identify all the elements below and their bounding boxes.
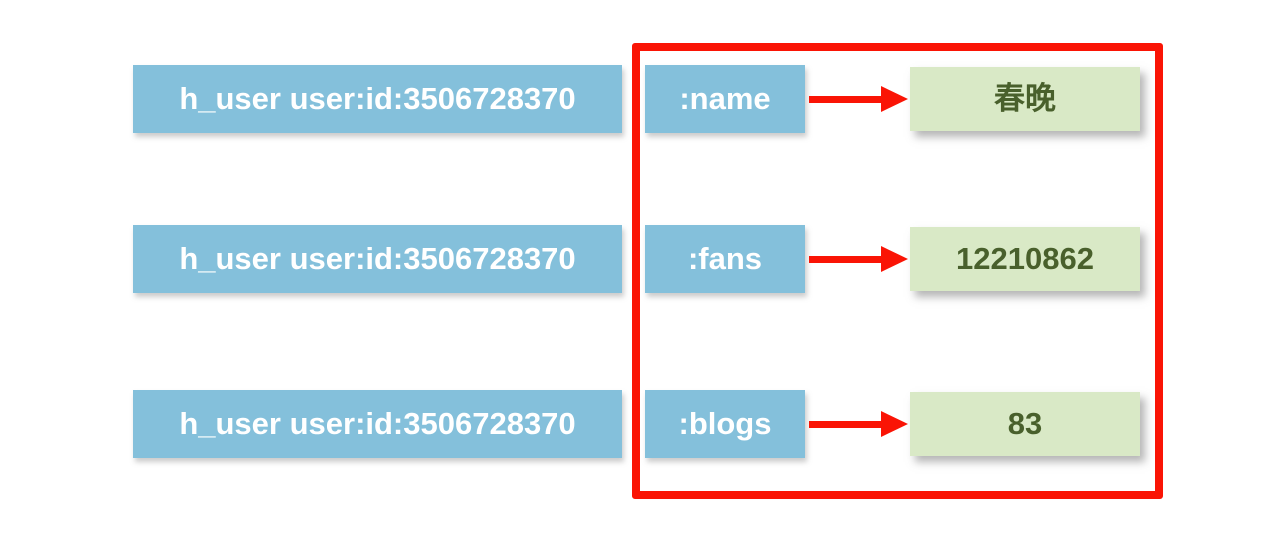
value-label: 83 — [1007, 406, 1043, 441]
value-box: 83 — [910, 392, 1140, 456]
arrow-line — [809, 96, 885, 103]
field-box: :blogs — [645, 390, 805, 458]
hash-row: h_user user:id:3506728370 :fans 12210862 — [133, 225, 1173, 293]
field-box: :name — [645, 65, 805, 133]
value-box: 12210862 — [910, 227, 1140, 291]
arrow-right-icon — [809, 65, 909, 133]
key-box: h_user user:id:3506728370 — [133, 65, 622, 133]
field-label: :name — [679, 81, 771, 116]
field-label: :fans — [687, 241, 763, 276]
value-box: 春晚 — [910, 67, 1140, 131]
arrow-right-icon — [809, 225, 909, 293]
arrow-head — [881, 86, 908, 112]
arrow-line — [809, 256, 885, 263]
arrow-head — [881, 411, 908, 437]
field-value-highlight-box — [632, 43, 1163, 499]
hash-row: h_user user:id:3506728370 :name 春晚 — [133, 65, 1173, 133]
key-label: h_user user:id:3506728370 — [179, 81, 576, 116]
hash-row: h_user user:id:3506728370 :blogs 83 — [133, 390, 1173, 458]
key-box: h_user user:id:3506728370 — [133, 390, 622, 458]
key-label: h_user user:id:3506728370 — [179, 406, 576, 441]
value-label: 12210862 — [956, 241, 1094, 276]
key-box: h_user user:id:3506728370 — [133, 225, 622, 293]
arrow-line — [809, 421, 885, 428]
field-label: :blogs — [678, 406, 772, 441]
value-label: 春晚 — [994, 81, 1056, 116]
arrow-right-icon — [809, 390, 909, 458]
key-label: h_user user:id:3506728370 — [179, 241, 576, 276]
field-box: :fans — [645, 225, 805, 293]
arrow-head — [881, 246, 908, 272]
